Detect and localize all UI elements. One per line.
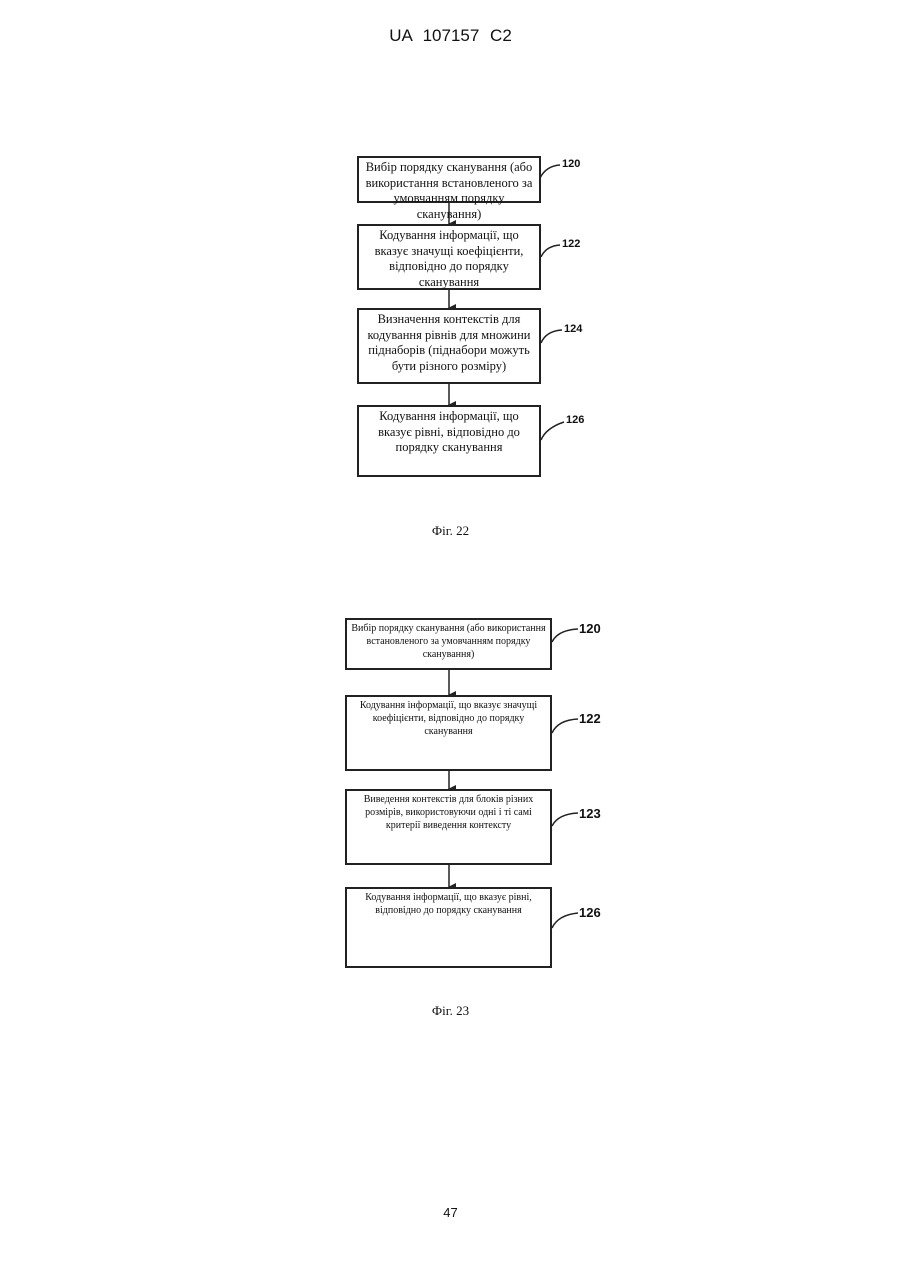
fig23-step-123: Виведення контекстів для блоків різних р… xyxy=(345,789,552,865)
fig23-leader-120 xyxy=(552,629,578,642)
fig23-ref-122: 122 xyxy=(579,711,601,726)
fig23-leader-126 xyxy=(552,913,578,928)
fig23-step-120: Вибір порядку сканування (або використан… xyxy=(345,618,552,670)
fig22-ref-120: 120 xyxy=(562,158,580,170)
fig22-leader-122 xyxy=(541,245,560,257)
fig22-step-122: Кодування інформації, що вказує значущі … xyxy=(357,224,541,290)
fig22-caption: Фіг. 22 xyxy=(0,523,901,539)
fig22-leader-120 xyxy=(540,165,560,178)
fig22-leader-126 xyxy=(541,422,564,440)
fig22-leader-124 xyxy=(541,330,562,343)
fig22-ref-122: 122 xyxy=(562,238,580,250)
fig22-step-124: Визначення контекстів для кодування рівн… xyxy=(357,308,541,384)
fig23-step-122: Кодування інформації, що вказує значущі … xyxy=(345,695,552,771)
fig23-ref-120: 120 xyxy=(579,621,601,636)
fig23-leader-123 xyxy=(552,813,578,826)
fig23-caption: Фіг. 23 xyxy=(0,1003,901,1019)
fig23-ref-123: 123 xyxy=(579,806,601,821)
fig22-ref-126: 126 xyxy=(566,414,584,426)
fig22-step-120: Вибір порядку сканування (або використан… xyxy=(357,156,541,203)
fig23-leader-122 xyxy=(552,719,578,733)
fig22-ref-124: 124 xyxy=(564,323,582,335)
page-number: 47 xyxy=(0,1205,901,1220)
fig23-ref-126: 126 xyxy=(579,905,601,920)
fig22-step-126: Кодування інформації, що вказує рівні, в… xyxy=(357,405,541,477)
fig23-step-126: Кодування інформації, що вказує рівні, в… xyxy=(345,887,552,968)
